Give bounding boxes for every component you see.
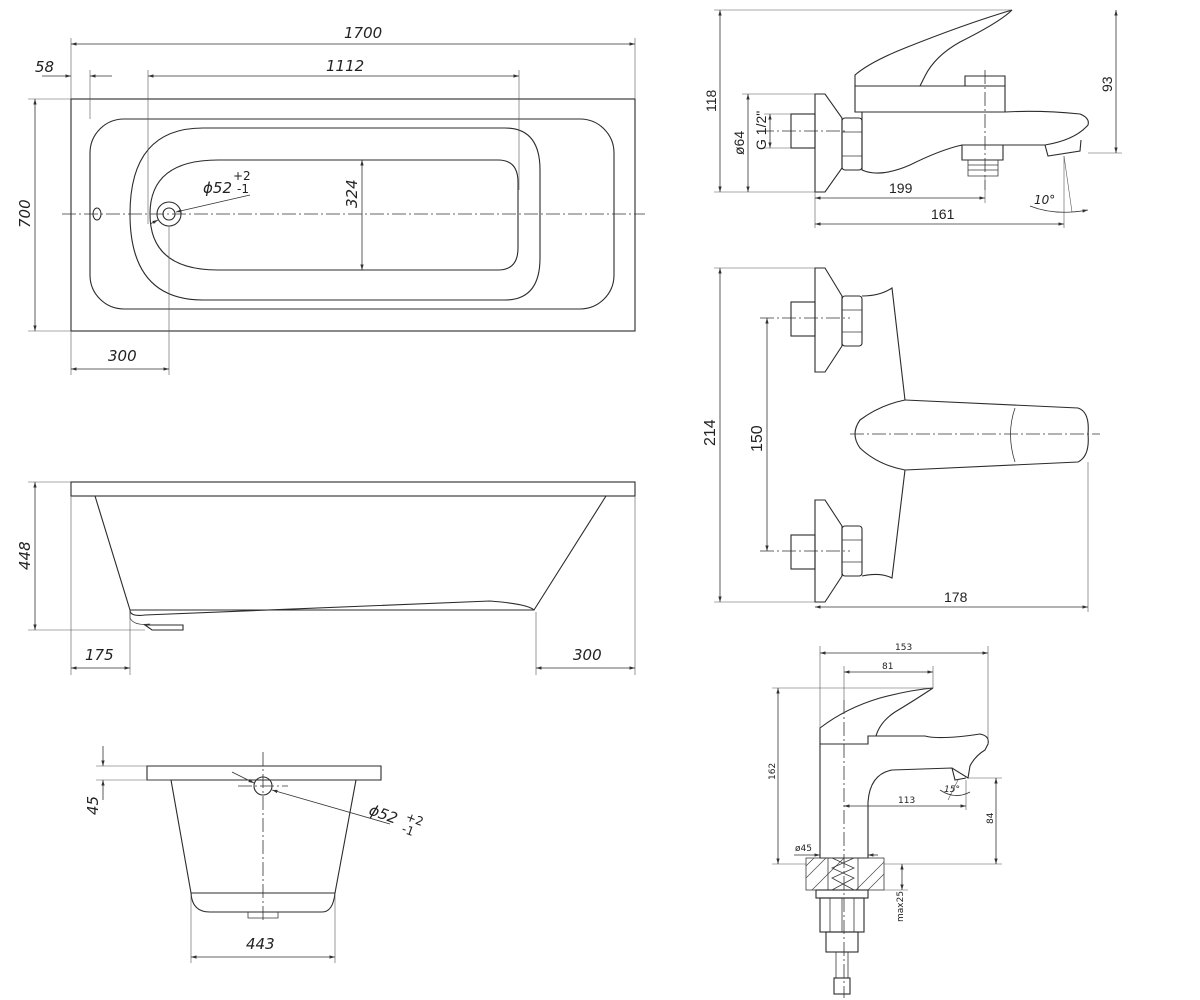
bathtub-top-view: 1700 58 1112 700 324 ϕ52 +2 -1 300: [16, 24, 645, 375]
mixer-spout-height-label: 93: [1099, 76, 1115, 92]
end-drain-diameter-label: ϕ52: [367, 801, 400, 828]
bath-mixer-side-view: 118 G 1/2" ø64 93 199 161 10°: [703, 9, 1122, 228]
basin-angle-label: 15°: [944, 785, 960, 795]
bathtub-side-view: 448 175 300: [16, 481, 636, 675]
basin-total-length-label: 153: [895, 643, 912, 653]
basin-mixer: 153 81 162 113 84 ø45 15° max25: [768, 643, 1002, 998]
tub-height-label: 448: [16, 541, 34, 570]
basin-base-diameter-label: ø45: [795, 844, 812, 854]
basin-handle-length-label: 81: [882, 662, 893, 672]
end-drain-tol-minus: -1: [400, 822, 416, 839]
tub-left-offset-label: 175: [85, 646, 114, 664]
mixer-angle-label: 10°: [1034, 193, 1055, 207]
tub-rim-offset-label: 58: [35, 58, 54, 76]
mixer-depth-label: 178: [944, 589, 968, 605]
mixer-length-161-label: 161: [931, 206, 955, 222]
tub-rim-height-label: 45: [84, 796, 102, 815]
mixer-flange-diameter-label: ø64: [731, 131, 747, 155]
mixer-connection-label: G 1/2": [753, 111, 769, 150]
mixer-length-199-label: 199: [889, 180, 913, 196]
mixer-center-distance-label: 150: [749, 425, 766, 452]
tub-drain-tol-minus: -1: [237, 182, 249, 196]
bathtub-end-view: 45 ϕ52 +2 -1 443: [84, 746, 425, 963]
basin-height-label: 162: [768, 763, 778, 780]
basin-max-thickness-label: max25: [896, 891, 906, 922]
tub-width-label: 700: [16, 199, 34, 228]
tub-inner-length-label: 1112: [326, 57, 364, 75]
end-drain-tol-plus: +2: [404, 810, 425, 829]
tub-bottom-width-label: 443: [246, 935, 275, 953]
tub-drain-offset-label: 300: [108, 347, 137, 365]
basin-spout-height-label: 84: [986, 812, 996, 824]
tub-inner-width-label: 324: [343, 179, 361, 208]
mixer-total-width-label: 214: [702, 419, 719, 446]
mixer-height-label: 118: [703, 89, 719, 112]
bath-mixer-top-view: 214 150 178: [702, 267, 1100, 612]
basin-spout-reach-label: 113: [898, 796, 915, 806]
tub-drain-tol-plus: +2: [233, 169, 251, 183]
tub-drain-diameter-label: ϕ52: [203, 179, 232, 197]
tub-length-label: 1700: [344, 24, 382, 42]
tub-right-offset-label: 300: [573, 646, 602, 664]
